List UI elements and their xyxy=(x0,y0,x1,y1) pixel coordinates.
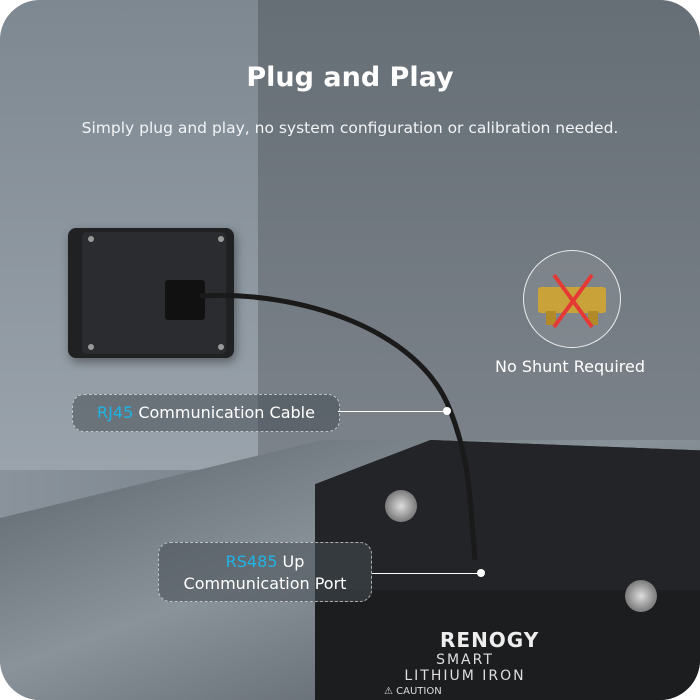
pointer-dot xyxy=(443,407,451,415)
negative-terminal xyxy=(385,490,417,522)
pointer-dot xyxy=(477,569,485,577)
no-shunt-label: No Shunt Required xyxy=(495,357,645,376)
wall-corner xyxy=(258,0,700,470)
leader-line xyxy=(338,411,446,412)
rj45-plug xyxy=(165,280,205,320)
rs485-callout: RS485 Up Communication Port xyxy=(158,542,372,602)
leader-line xyxy=(372,573,480,574)
battery-monitor-device xyxy=(68,228,234,358)
brand-logo: RENOGY xyxy=(440,628,540,652)
rj45-callout: RJ45 Communication Cable xyxy=(72,394,340,432)
battery xyxy=(315,440,700,700)
page-subtitle: Simply plug and play, no system configur… xyxy=(81,119,619,137)
positive-terminal xyxy=(625,580,657,612)
crossed-out-shunt-icon xyxy=(538,273,606,329)
caution-label: ⚠ CAUTION xyxy=(384,686,442,697)
shunt-badge xyxy=(523,250,621,348)
page-title: Plug and Play xyxy=(246,62,454,93)
